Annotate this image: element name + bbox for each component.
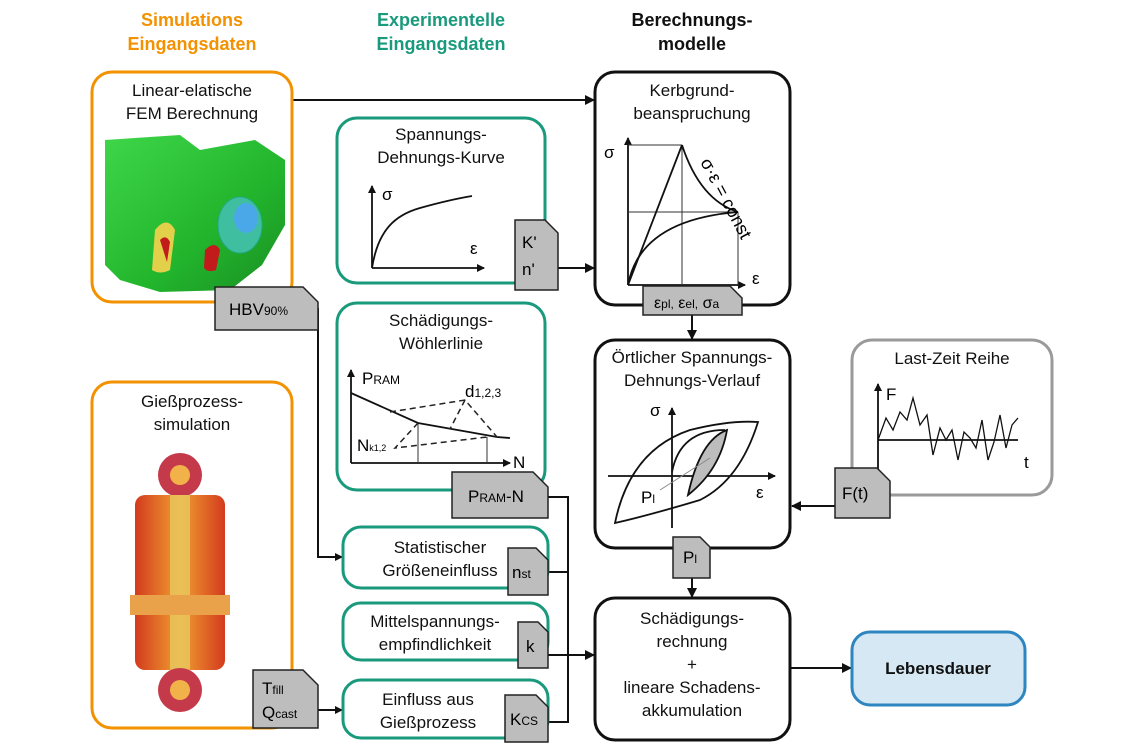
svg-text:ε: ε xyxy=(470,239,478,258)
casting-tag: Tfill Qcast xyxy=(252,669,319,729)
hbv-tag: HBV90% xyxy=(214,286,319,331)
woehler-curve-box: Schädigungs- Wöhlerlinie PRAM d1,2,3 Nk1… xyxy=(335,301,547,492)
svg-text:akkumulation: akkumulation xyxy=(642,701,742,720)
stress-strain-curve-box: Spannungs- Dehnungs-Kurve σ ε xyxy=(335,116,547,285)
svg-text:Berechnungs-: Berechnungs- xyxy=(631,10,752,30)
svg-text:k: k xyxy=(526,637,535,656)
svg-text:d1,2,3: d1,2,3 xyxy=(465,382,501,401)
casting-result-image xyxy=(130,453,230,712)
svg-text:PRAM: PRAM xyxy=(362,369,400,388)
load-time-series-box: Last-Zeit Reihe F t xyxy=(850,338,1054,497)
svg-text:σ: σ xyxy=(604,143,615,162)
svg-text:PRAM-N: PRAM-N xyxy=(468,487,524,506)
svg-text:Einfluss aus: Einfluss aus xyxy=(382,690,474,709)
svg-text:Schädigungs-: Schädigungs- xyxy=(640,609,744,628)
fem-result-image xyxy=(105,135,285,292)
notch-output-tag: εpl, εel, σa xyxy=(642,285,743,316)
svg-text:Simulations: Simulations xyxy=(141,10,243,30)
casting-influence-box: Einfluss aus Gießprozess xyxy=(341,678,550,740)
svg-text:nst: nst xyxy=(512,563,531,582)
svg-text:Pl: Pl xyxy=(683,548,697,567)
header-experiment: Experimentelle Eingangsdaten xyxy=(376,10,505,54)
svg-text:Wöhlerlinie: Wöhlerlinie xyxy=(399,334,483,353)
svg-text:modelle: modelle xyxy=(658,34,726,54)
header-simulation: Simulations Eingangsdaten xyxy=(127,10,256,54)
svg-text:Dehnungs-Verlauf: Dehnungs-Verlauf xyxy=(624,371,760,390)
svg-text:εpl, εel, σa: εpl, εel, σa xyxy=(654,295,719,312)
k-tag: k xyxy=(517,621,549,669)
svg-text:Kerbgrund-: Kerbgrund- xyxy=(649,81,734,100)
svg-text:empfindlichkeit: empfindlichkeit xyxy=(379,635,492,654)
svg-text:Größeneinfluss: Größeneinfluss xyxy=(382,561,497,580)
local-stress-strain-box: Örtlicher Spannungs- Dehnungs-Verlauf σ … xyxy=(593,338,792,550)
svg-text:Pl: Pl xyxy=(641,488,655,507)
notch-stress-box: Kerbgrund- beanspruchung σ ε σ·ε = const xyxy=(593,70,792,307)
connectors xyxy=(292,95,852,723)
svg-text:Mittelspannungs-: Mittelspannungs- xyxy=(370,612,499,631)
header-models: Berechnungs- modelle xyxy=(631,10,752,54)
svg-text:Spannungs-: Spannungs- xyxy=(395,125,487,144)
svg-text:Qcast: Qcast xyxy=(262,703,298,722)
casting-simulation-box: Gießprozess- simulation xyxy=(90,380,294,730)
svg-text:K': K' xyxy=(522,233,537,252)
svg-text:Statistischer: Statistischer xyxy=(394,538,487,557)
svg-text:Gießprozess: Gießprozess xyxy=(380,713,476,732)
damage-calculation-box: Schädigungs- rechnung + lineare Schadens… xyxy=(593,596,792,742)
nst-tag: nst xyxy=(507,547,549,596)
svg-text:Last-Zeit Reihe: Last-Zeit Reihe xyxy=(894,349,1009,368)
svg-text:σ: σ xyxy=(382,185,393,204)
svg-text:Lebensdauer: Lebensdauer xyxy=(885,659,991,678)
svg-text:Linear-elatische: Linear-elatische xyxy=(132,81,252,100)
svg-text:Tfill: Tfill xyxy=(262,679,284,698)
svg-text:Schädigungs-: Schädigungs- xyxy=(389,311,493,330)
pl-tag: Pl xyxy=(672,536,711,579)
svg-text:Eingangsdaten: Eingangsdaten xyxy=(376,34,505,54)
svg-text:+: + xyxy=(687,655,697,674)
svg-text:FEM Berechnung: FEM Berechnung xyxy=(126,104,258,123)
svg-text:rechnung: rechnung xyxy=(657,632,728,651)
svg-text:lineare Schadens-: lineare Schadens- xyxy=(623,678,760,697)
svg-text:Nk1,2: Nk1,2 xyxy=(357,436,386,455)
svg-text:KCS: KCS xyxy=(510,710,538,729)
service-life-result: Lebensdauer xyxy=(850,630,1027,707)
fem-calculation-box: Linear-elatische FEM Berechnung xyxy=(90,70,294,304)
svg-text:ε: ε xyxy=(752,269,760,288)
svg-text:simulation: simulation xyxy=(154,415,231,434)
svg-text:Dehnungs-Kurve: Dehnungs-Kurve xyxy=(377,148,505,167)
svg-text:Örtlicher Spannungs-: Örtlicher Spannungs- xyxy=(612,348,773,367)
k-n-tag: K' n' xyxy=(514,219,559,291)
size-effect-box: Statistischer Größeneinfluss xyxy=(341,525,550,590)
svg-text:F(t): F(t) xyxy=(842,484,868,503)
pram-n-tag: PRAM-N xyxy=(451,471,549,519)
ft-tag: F(t) xyxy=(834,467,891,519)
svg-text:Eingangsdaten: Eingangsdaten xyxy=(127,34,256,54)
svg-text:σ: σ xyxy=(650,401,661,420)
svg-text:Experimentelle: Experimentelle xyxy=(377,10,505,30)
svg-text:N: N xyxy=(513,453,525,472)
mean-stress-box: Mittelspannungs- empfindlichkeit xyxy=(341,601,550,662)
svg-text:t: t xyxy=(1024,453,1029,472)
svg-text:ε: ε xyxy=(756,483,764,502)
svg-text:beanspruchung: beanspruchung xyxy=(633,104,750,123)
svg-text:HBV90%: HBV90% xyxy=(229,300,288,319)
svg-text:Gießprozess-: Gießprozess- xyxy=(141,392,243,411)
kcs-tag: KCS xyxy=(504,694,549,743)
svg-text:n': n' xyxy=(522,260,535,279)
svg-text:F: F xyxy=(886,385,896,404)
